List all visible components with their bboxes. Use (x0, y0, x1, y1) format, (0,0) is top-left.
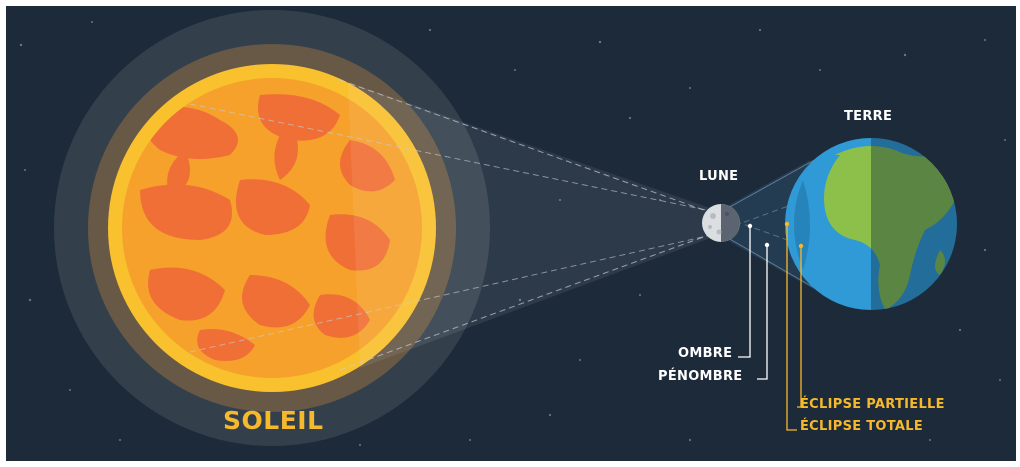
umbra-label: OMBRE (678, 346, 733, 361)
cone-line-2 (339, 197, 811, 371)
umbra-cone (716, 160, 815, 290)
moon (702, 204, 740, 242)
total-eclipse-label: ÉCLIPSE TOTALE (800, 419, 924, 434)
penumbra-cone (348, 82, 716, 368)
earth-umbra-band (794, 180, 810, 270)
penumbra-label: PÉNOMBRE (658, 369, 743, 384)
earth-label: TERRE (844, 109, 893, 124)
moon-label: LUNE (699, 169, 739, 184)
earth-shadow-edge-top (727, 157, 819, 209)
partial-eclipse-leader (797, 243, 804, 408)
penumbra-leader (757, 242, 770, 380)
sun-label: SOLEIL (223, 406, 324, 435)
earth-shadow-edge-bottom (727, 237, 819, 291)
umbra-leader (738, 223, 753, 358)
total-eclipse-leader (784, 221, 797, 431)
partial-eclipse-label: ÉCLIPSE PARTIELLE (800, 397, 945, 412)
stars (19, 21, 1006, 446)
